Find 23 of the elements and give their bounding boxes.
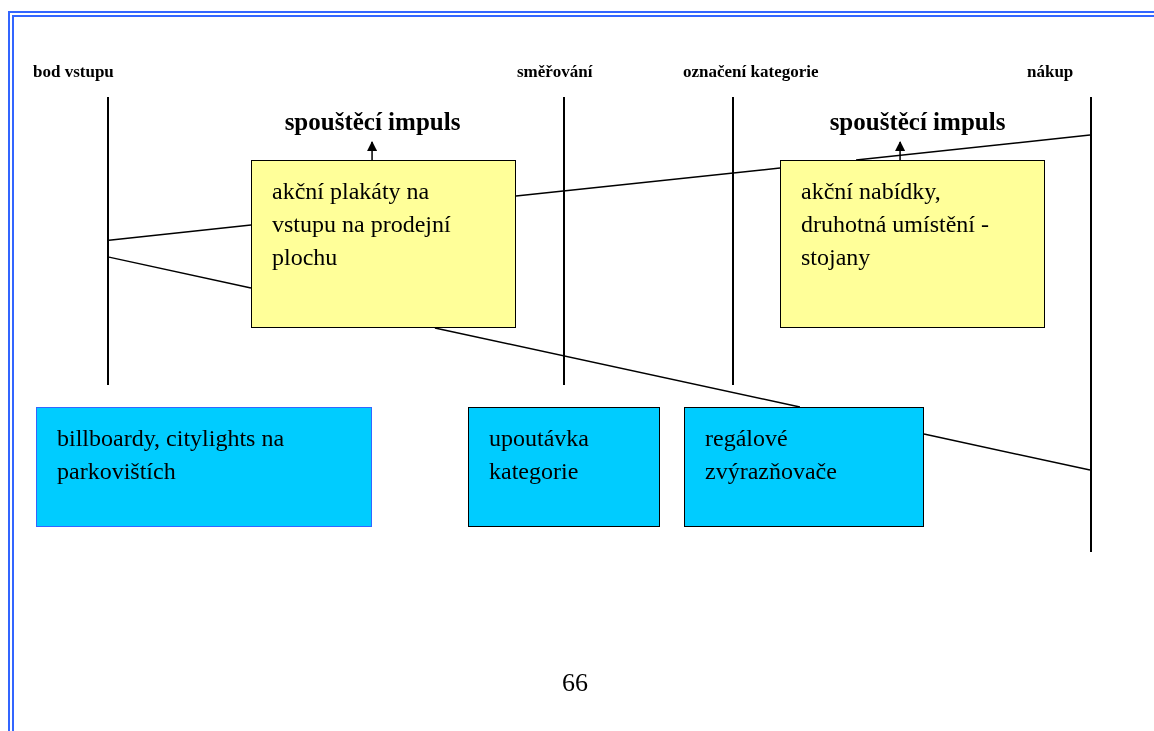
text-box: billboardy, citylights na parkovištích: [36, 407, 372, 527]
text-box: akční nabídky, druhotná umístění - stojany: [780, 160, 1045, 328]
connector-line: [108, 224, 252, 241]
connector-line: [923, 433, 1091, 471]
timeline-line: [1090, 97, 1092, 552]
connector-line: [434, 327, 801, 408]
timeline-line: [107, 97, 109, 385]
column-heading: směřování: [517, 62, 593, 82]
trigger-label: spouštěcí impuls: [255, 108, 490, 136]
connector-line: [515, 167, 781, 197]
text-box: akční plakáty na vstupu na prodejní plochu: [251, 160, 516, 328]
timeline-line: [732, 97, 734, 385]
text-box: regálové zvýrazňovače: [684, 407, 924, 527]
column-heading: označení kategorie: [683, 62, 819, 82]
connector-line: [108, 256, 252, 289]
column-heading: nákup: [1027, 62, 1074, 82]
timeline-line: [563, 97, 565, 385]
page-number: 66: [562, 668, 588, 698]
trigger-label: spouštěcí impuls: [795, 108, 1040, 136]
arrow: [895, 141, 906, 161]
column-heading: bod vstupu: [33, 62, 114, 82]
text-box: upoutávka kategorie: [468, 407, 660, 527]
arrow: [367, 141, 378, 161]
